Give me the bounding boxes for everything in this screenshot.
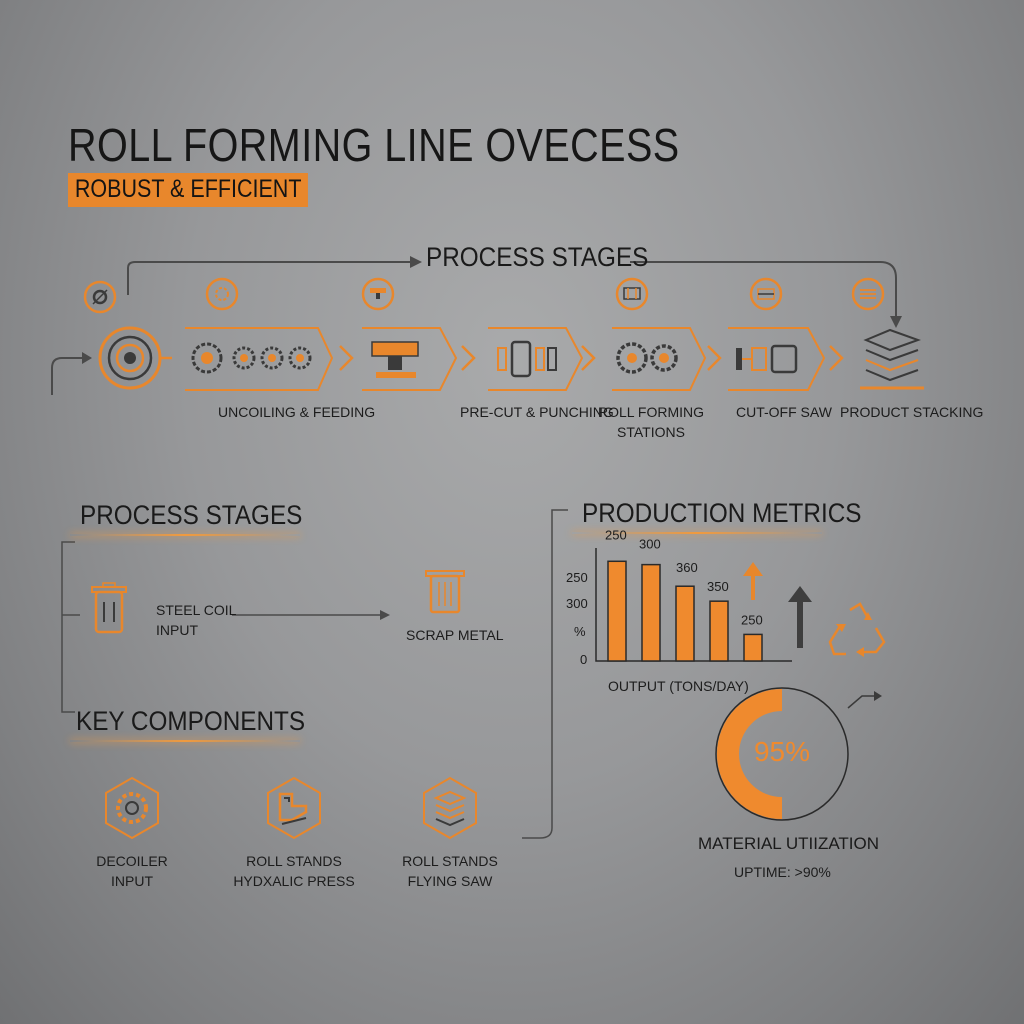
component-saw-line1: ROLL STANDS [402,853,498,869]
chart-bar [743,633,763,662]
utilization-label: MATERIAL UTIIZATION [698,834,880,853]
page-subtitle: ROBUST & EFFICIENT [68,173,309,207]
gear-train-icon [185,327,334,391]
components-heading-underline [70,740,300,742]
badge-6-icon [851,277,885,311]
coil-icon [98,326,172,390]
component-saw-line2: FLYING SAW [407,873,493,889]
decoiler-gear-icon [105,776,159,840]
stage-label-saw: CUT-OFF SAW [736,404,832,420]
chart-bar [709,600,729,662]
badge-3-icon [361,277,395,311]
scrap-metal-label: SCRAP METAL [406,627,504,643]
component-roll-stands-saw: ROLL STANDS FLYING SAW [390,851,510,891]
component-press-line2: HYDXALIC PRESS [233,873,355,889]
saw-icon [728,327,826,391]
page-title: ROLL FORMING LINE OVECESS [68,119,680,171]
badge-5-icon [749,277,783,311]
recycle-icon [828,602,886,657]
metrics-heading-underline [572,532,822,534]
chart-data-label: 300 [639,537,661,552]
stage-label-uncoiling: UNCOILING & FEEDING [218,404,376,420]
stage-label-stacking: PRODUCT STACKING [840,404,984,420]
process-heading: PROCESS STAGES [80,500,303,530]
chart-xlabel: OUTPUT (TONS/DAY) [608,678,749,694]
gauge-fill [717,689,783,819]
flow-heading: PROCESS STAGES [426,242,649,272]
hydraulic-press-icon [267,776,321,840]
badge-1-icon [83,280,117,314]
stack-icon [860,328,924,390]
badge-2-icon [205,277,239,311]
chart-y-tick-label: 250 [566,570,588,585]
components-heading: KEY COMPONENTS [76,706,306,736]
component-press-line1: ROLL STANDS [246,853,342,869]
chart-data-label: 250 [741,612,763,627]
rollers-icon [488,327,584,391]
process-heading-underline [70,534,300,536]
up-arrow-dark-icon [788,586,812,648]
steel-coil-input-label: STEEL COIL INPUT [156,600,236,640]
chart-data-label: 250 [605,527,627,542]
chart-bar [607,560,627,662]
component-roll-stands-press: ROLL STANDS HYDXALIC PRESS [224,851,364,891]
metrics-heading: PRODUCTION METRICS [582,498,862,528]
output-bar-chart: 250 300% 0 250 300 360 350 250 [566,527,792,667]
chart-bar [641,563,661,662]
component-decoiler-line2: INPUT [111,873,153,889]
chart-data-label: 360 [676,560,698,575]
chart-bar [675,585,695,662]
flying-saw-stack-icon [423,776,477,840]
chart-y-tick-label: % [574,624,586,639]
component-decoiler: DECOILER INPUT [72,851,192,891]
chart-y-tick-label: 300 [566,596,588,611]
chart-y-tick-label: 0 [580,652,587,667]
up-arrow-orange-icon [743,562,763,600]
uptime-label: UPTIME: >90% [734,864,831,880]
utilization-gauge [715,687,849,821]
steel-coil-label-line2: INPUT [156,622,198,638]
chart-data-label: 350 [707,579,729,594]
gauge-ring [715,687,849,821]
bin-input-icon [91,582,127,634]
stage-label-punching: PRE-CUT & PUNCHING [460,404,614,420]
stage-label-roll-forming-line1: ROLL FORMING [597,404,705,420]
scrap-bin-icon [425,570,465,614]
stage-label-roll-forming: ROLL FORMING STATIONS [596,402,706,442]
badge-4-icon [615,277,649,311]
utilization-value: 95% [753,736,811,767]
steel-coil-label-line1: STEEL COIL [156,602,237,618]
stage-label-roll-forming-line2: STATIONS [617,424,685,440]
forming-gears-icon [612,327,707,391]
component-decoiler-line1: DECOILER [96,853,168,869]
press-icon [362,327,458,391]
